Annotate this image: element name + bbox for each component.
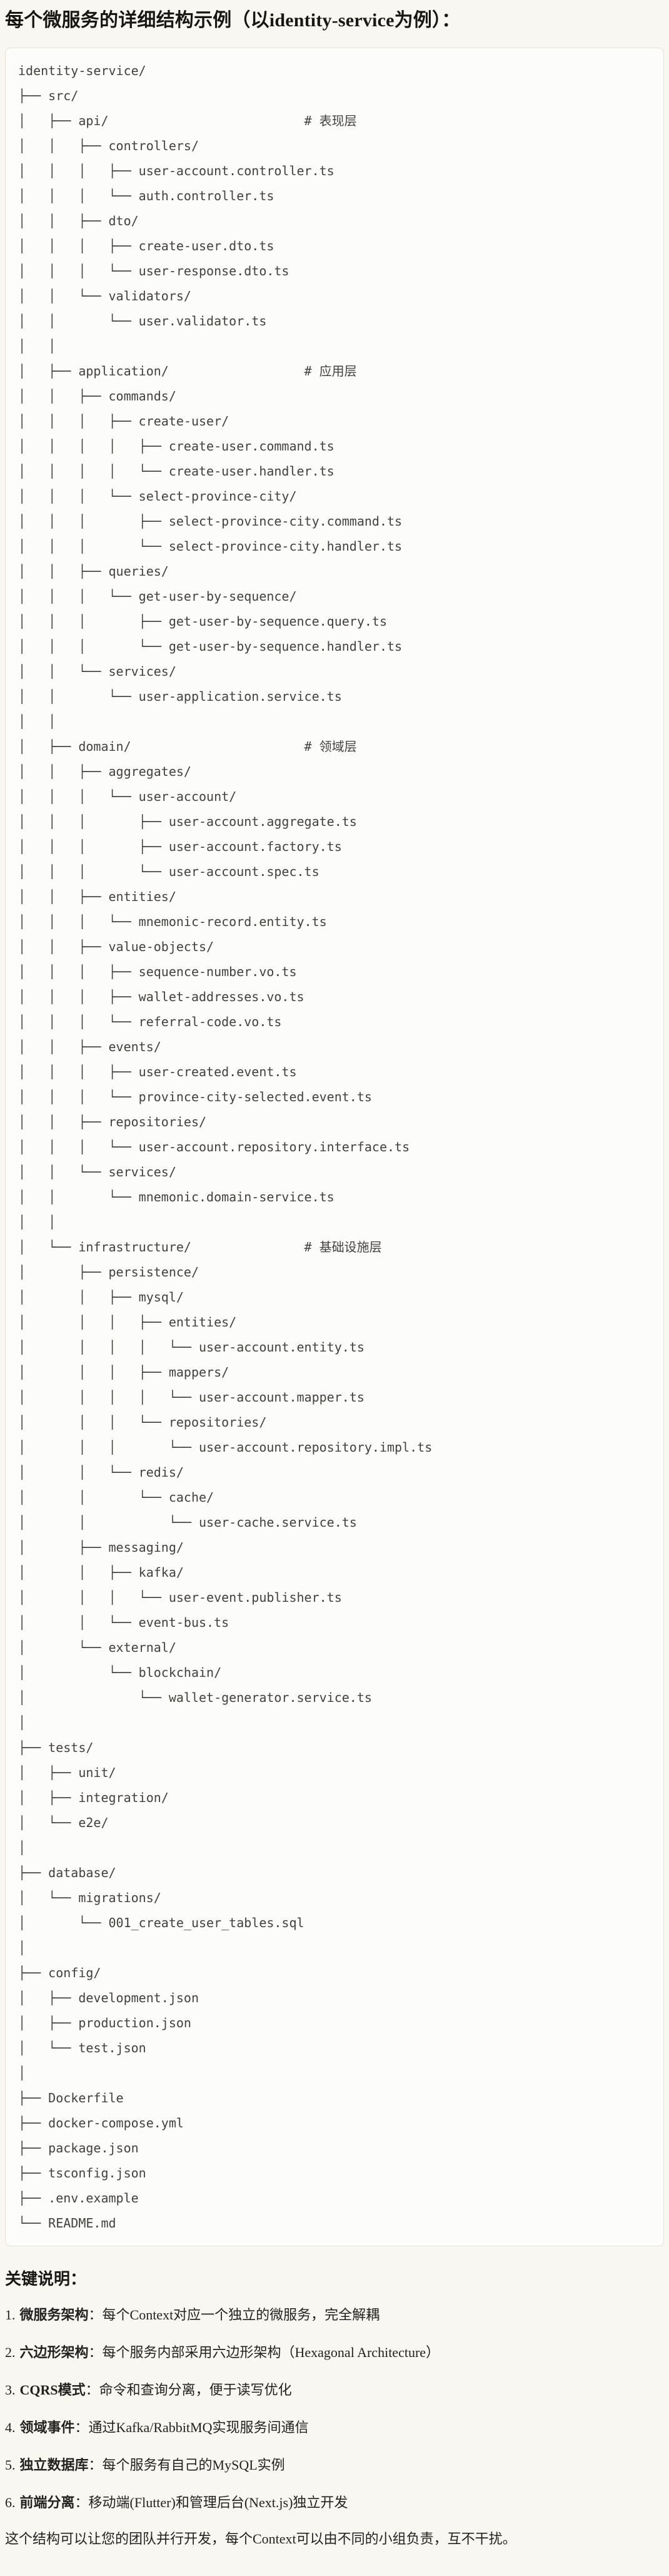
- note-label: 前端分离: [19, 2495, 75, 2510]
- note-text: ：通过Kafka/RabbitMQ实现服务间通信: [74, 2420, 309, 2435]
- closing-paragraph: 这个结构可以让您的团队并行开发，每个Context可以由不同的小组负责，互不干扰…: [5, 2531, 516, 2547]
- note-number: 4.: [5, 2420, 16, 2435]
- key-notes-heading: 关键说明：: [5, 2270, 87, 2288]
- note-item: 1.微服务架构：每个Context对应一个独立的微服务，完全解耦: [5, 2305, 664, 2325]
- note-text: ：每个服务内部采用六边形架构（Hexagonal Architecture）: [88, 2344, 440, 2360]
- note-item: 4.领域事件：通过Kafka/RabbitMQ实现服务间通信: [5, 2418, 664, 2438]
- note-item: 5.独立数据库：每个服务有自己的MySQL实例: [5, 2455, 664, 2475]
- note-number: 5.: [5, 2457, 16, 2473]
- note-text: ：命令和查询分离，便于读写优化: [85, 2382, 292, 2398]
- file-tree: identity-service/ ├── src/ │ ├── api/ # …: [5, 48, 664, 2246]
- note-number: 2.: [5, 2344, 16, 2360]
- note-number: 1.: [5, 2307, 16, 2323]
- note-text: ：每个Context对应一个独立的微服务，完全解耦: [88, 2307, 380, 2323]
- note-label: 领域事件: [19, 2420, 75, 2435]
- note-label: 独立数据库: [19, 2457, 89, 2473]
- note-label: 六边形架构: [19, 2344, 89, 2360]
- note-label: CQRS模式: [19, 2382, 86, 2398]
- note-item: 6.前端分离：移动端(Flutter)和管理后台(Next.js)独立开发: [5, 2493, 664, 2513]
- note-number: 3.: [5, 2382, 16, 2398]
- note-item: 3.CQRS模式：命令和查询分离，便于读写优化: [5, 2380, 664, 2400]
- note-text: ：每个服务有自己的MySQL实例: [88, 2457, 285, 2473]
- note-label: 微服务架构: [19, 2307, 89, 2323]
- note-item: 2.六边形架构：每个服务内部采用六边形架构（Hexagonal Architec…: [5, 2343, 664, 2363]
- note-number: 6.: [5, 2495, 16, 2510]
- page-title: 每个微服务的详细结构示例（以identity-service为例）：: [5, 10, 461, 31]
- key-notes-list: 1.微服务架构：每个Context对应一个独立的微服务，完全解耦 2.六边形架构…: [5, 2305, 664, 2513]
- note-text: ：移动端(Flutter)和管理后台(Next.js)独立开发: [74, 2495, 348, 2510]
